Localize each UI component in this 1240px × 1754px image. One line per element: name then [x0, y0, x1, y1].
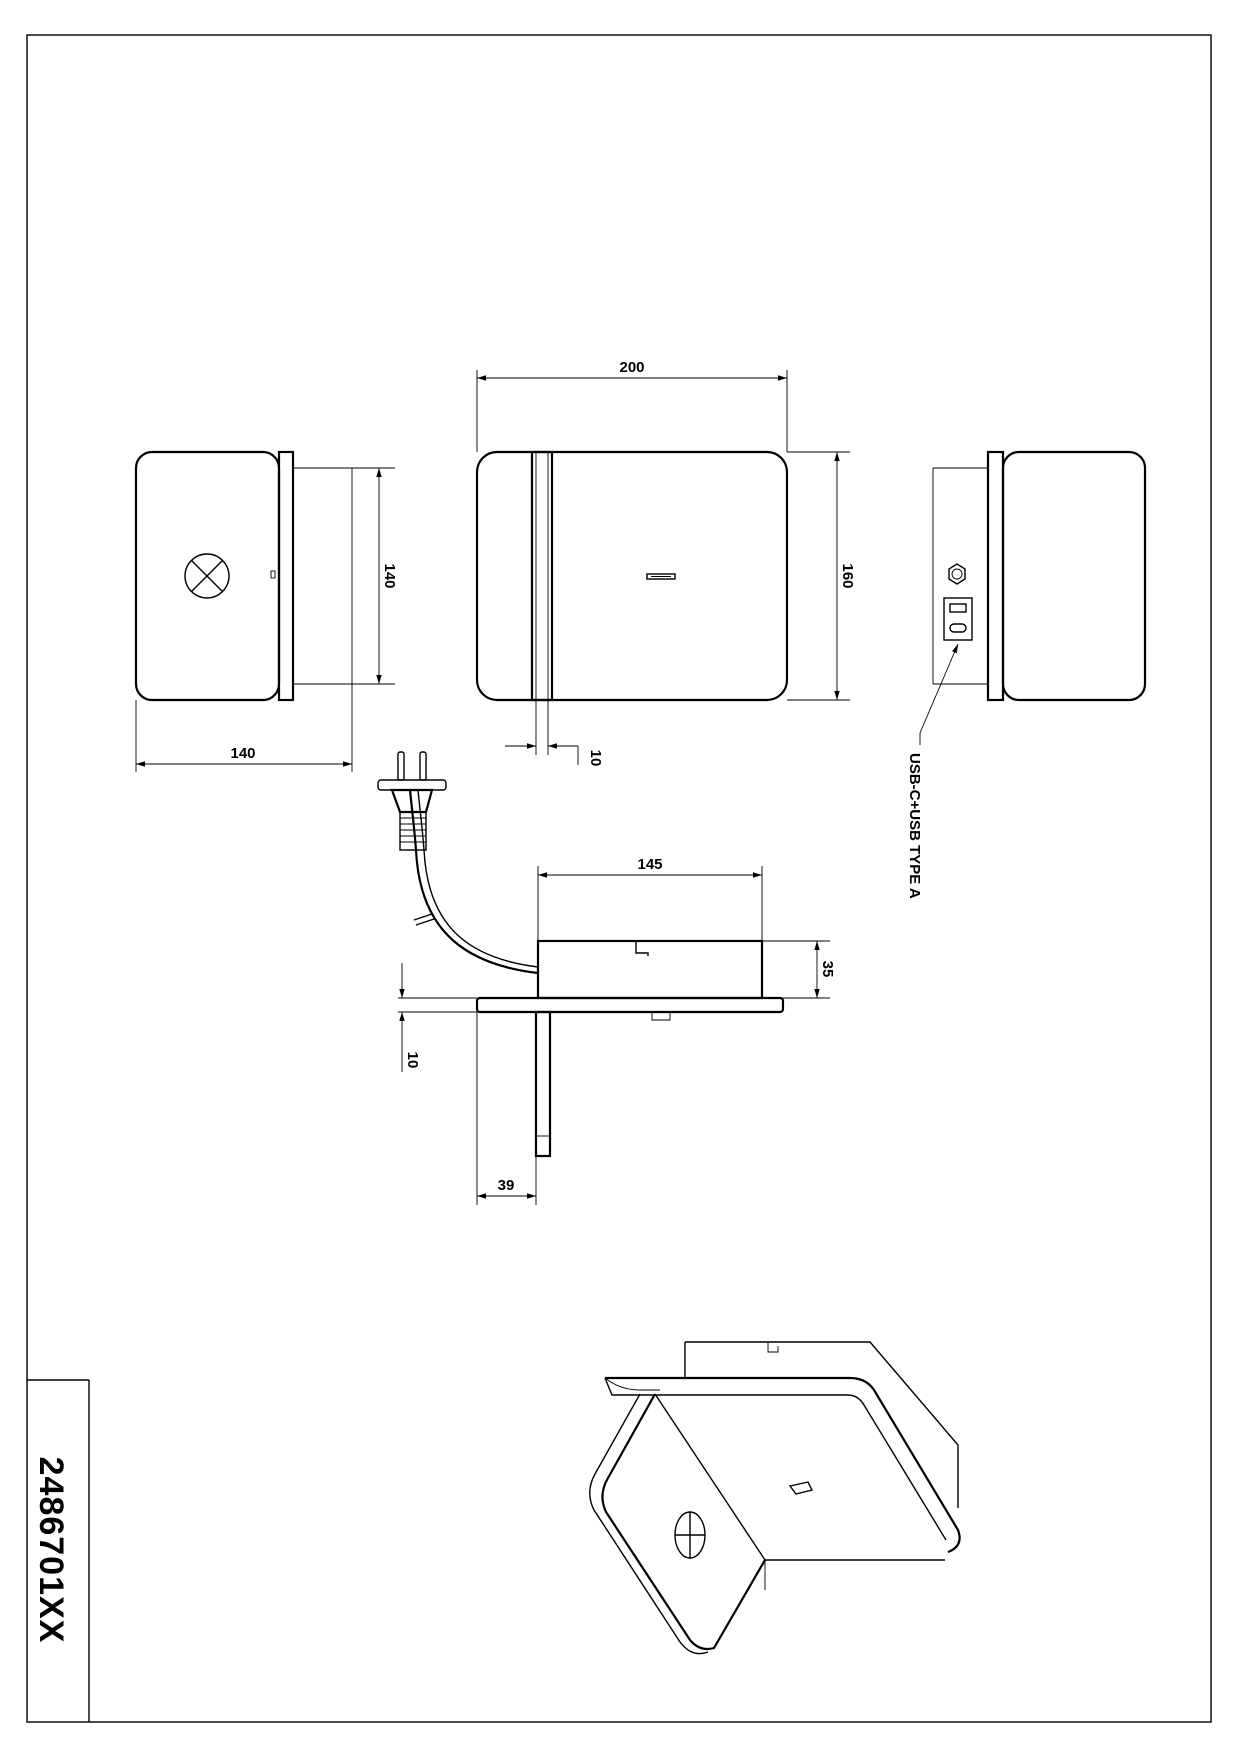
dim-front-height: 160 — [839, 563, 856, 588]
front-view: 200 160 10 — [475, 359, 856, 767]
iso-lamp-icon — [674, 1511, 706, 1559]
connector-label: USB-C+USB TYPE A — [906, 753, 923, 899]
power-plug-icon — [377, 751, 447, 851]
dim-front-plate-thickness: 10 — [587, 750, 604, 767]
hex-knob-icon — [948, 563, 966, 585]
dim-side-depth: 140 — [230, 745, 255, 762]
dim-top-plate-thickness: 10 — [404, 1052, 421, 1069]
side-view-right: USB-C+USB TYPE A — [906, 450, 1147, 899]
product-code: 2486701XX — [32, 1457, 70, 1644]
usb-port-icon — [943, 597, 973, 641]
isometric-view — [589, 1341, 961, 1655]
dim-side-height: 140 — [381, 563, 398, 588]
top-view: 145 35 10 39 — [377, 751, 836, 1205]
dim-front-width: 200 — [619, 359, 644, 376]
power-cable — [408, 789, 539, 975]
title-block: 2486701XX — [27, 1379, 90, 1722]
side-view-left: 140 140 — [134, 450, 398, 772]
lamp-symbol-icon — [184, 553, 230, 599]
touch-switch-icon — [646, 573, 676, 580]
drawing-frame — [26, 34, 1212, 1723]
dim-top-stem-offset: 39 — [498, 1177, 515, 1194]
dim-top-body-height: 35 — [819, 961, 836, 978]
dim-top-body-width: 145 — [637, 856, 662, 873]
